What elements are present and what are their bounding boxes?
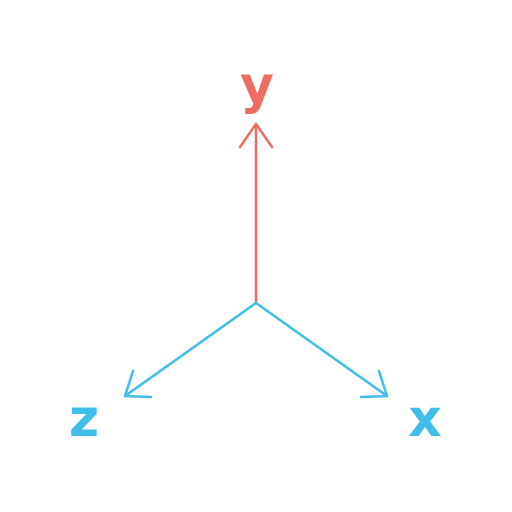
z-axis-arrowhead (123, 369, 153, 399)
z-axis-line (123, 301, 258, 398)
y-axis-label: y (240, 56, 274, 116)
z-axis-label: z (69, 389, 99, 449)
x-axis-line (254, 301, 389, 398)
z-axis: z (69, 301, 258, 449)
y-axis-arrowhead (238, 122, 274, 149)
x-axis: x (254, 301, 442, 449)
x-axis-label: x (408, 389, 442, 449)
y-axis: y (238, 56, 274, 305)
x-axis-arrowhead (359, 369, 389, 399)
